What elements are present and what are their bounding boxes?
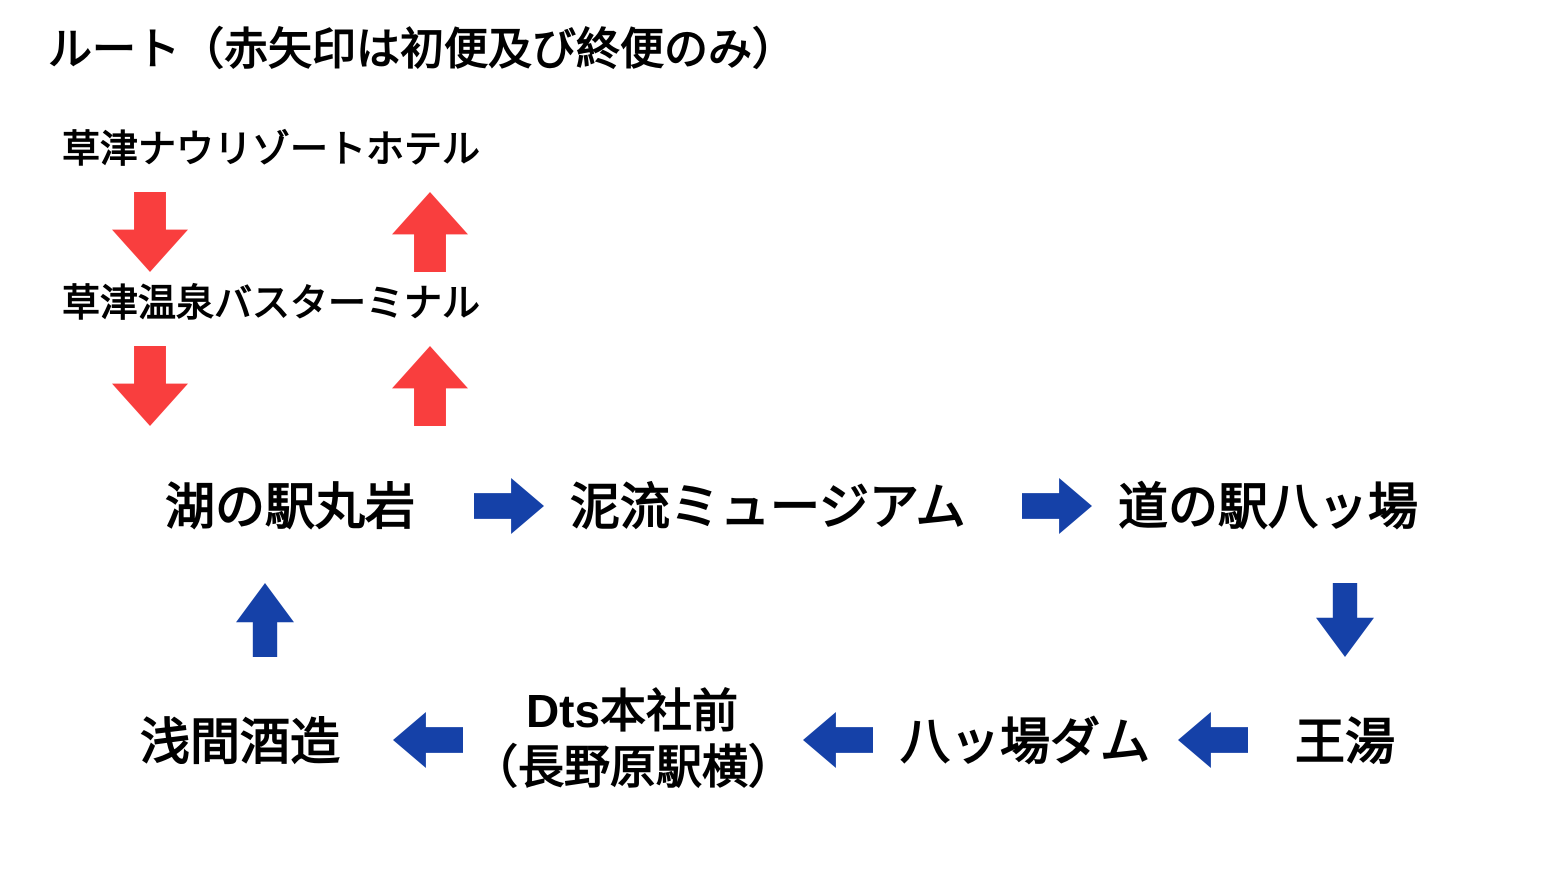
page-title: ルート（赤矢印は初便及び終便のみ） [48, 25, 796, 74]
blue-arrow-left-yamba-dam-to-dts-icon [803, 712, 873, 768]
blue-arrow-right-maruiwa-to-museum-icon [474, 478, 544, 534]
red-arrow-up-terminal-to-hotel-icon [392, 192, 468, 272]
blue-arrow-right-museum-to-yamba-station-icon [1022, 478, 1092, 534]
red-arrow-down-hotel-to-terminal-icon [112, 192, 188, 272]
node-michinoeki-yamba: 道の駅八ッ場 [1118, 479, 1418, 535]
node-yamba-dam: 八ッ場ダム [900, 714, 1150, 770]
node-lake-station-maruiwa: 湖の駅丸岩 [165, 479, 415, 535]
node-dts-head-office-line2: （長野原駅横） [472, 741, 794, 794]
blue-arrow-left-ouyu-to-yamba-dam-icon [1178, 712, 1248, 768]
blue-arrow-left-dts-to-asama-icon [393, 712, 463, 768]
node-mudflow-museum: 泥流ミュージアム [570, 479, 966, 535]
node-kusatsu-onsen-bus-terminal: 草津温泉バスターミナル [62, 283, 481, 325]
red-arrow-down-terminal-to-maruiwa-icon [112, 346, 188, 426]
node-ouyu: 王湯 [1295, 714, 1395, 770]
node-kusatsu-now-resort-hotel: 草津ナウリゾートホテル [62, 129, 481, 171]
red-arrow-up-maruiwa-to-terminal-icon [392, 346, 468, 426]
node-asama-shuzo: 浅間酒造 [140, 714, 340, 770]
blue-arrow-up-asama-to-maruiwa-icon [236, 583, 294, 657]
node-dts-head-office: Dts本社前 （長野原駅横） [472, 683, 794, 795]
blue-arrow-down-yamba-station-to-ouyu-icon [1316, 583, 1374, 657]
node-dts-head-office-line1: Dts本社前 [525, 685, 739, 737]
